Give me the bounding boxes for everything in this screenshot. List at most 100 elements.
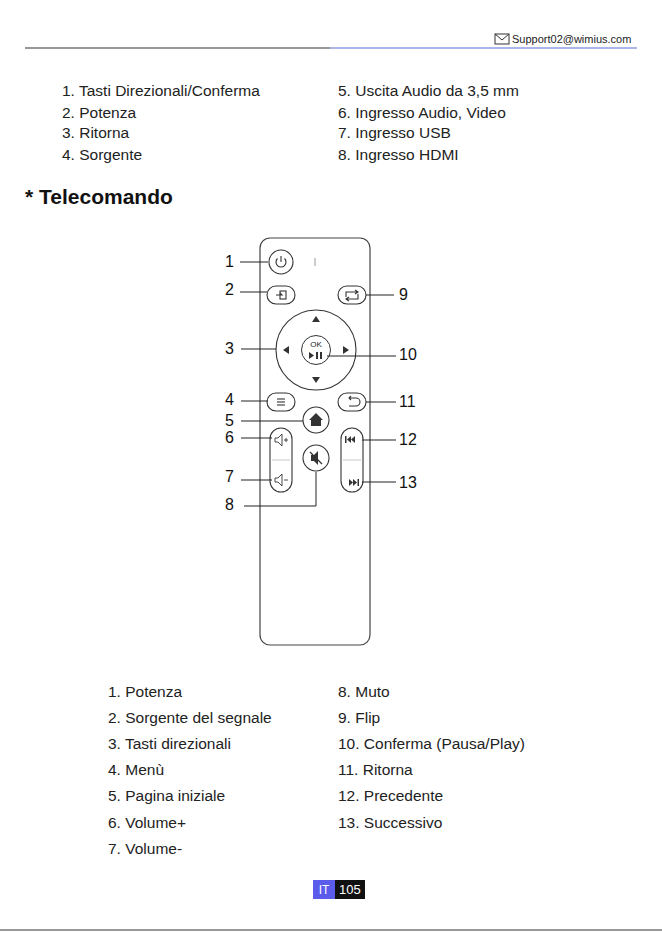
prev-symbol (347, 436, 351, 443)
callout-number: 8 (225, 496, 234, 514)
list-item: 7. Volume- (108, 840, 182, 858)
left-arrow (283, 346, 289, 354)
ok-button: OK (301, 335, 331, 365)
remote-body (260, 238, 370, 645)
next-symbol (353, 479, 357, 486)
section-title: * Telecomando (25, 185, 173, 209)
speaker-symbol (275, 474, 282, 486)
leader-line (241, 480, 272, 481)
list-item: 1. Potenza (108, 683, 182, 701)
list-item: 1. Tasti Direzionali/Conferma (62, 82, 260, 100)
callout-number: 4 (225, 391, 234, 409)
callout-number: 1 (225, 253, 234, 271)
leader-line (240, 292, 267, 293)
list-item: 2. Sorgente del segnale (108, 709, 272, 727)
leader-line (241, 438, 272, 439)
leader-line (362, 440, 396, 441)
list-item: 4. Menù (108, 761, 164, 779)
leader-lines (240, 262, 396, 506)
leader-line (362, 482, 396, 483)
badge-text: IT (319, 884, 330, 896)
speaker-symbol (275, 434, 282, 446)
leader-line (241, 421, 303, 422)
callout-number: 11 (399, 393, 416, 411)
list-item: 4. Sorgente (62, 146, 142, 164)
callout-number: 7 (225, 468, 234, 486)
footer-rule (0, 930, 662, 931)
list-item: 3. Tasti direzionali (108, 735, 231, 753)
list-item: 8. Ingresso HDMI (338, 146, 459, 164)
list-item: 2. Potenza (62, 104, 136, 122)
rocker-divider (272, 459, 290, 460)
buttons (267, 250, 366, 492)
menu-symbol (277, 401, 285, 402)
menu-symbol (277, 398, 285, 399)
track-rocker (341, 428, 363, 492)
plus-symbol (284, 438, 288, 442)
power-button (269, 250, 293, 274)
callout-number: 9 (399, 286, 408, 304)
leader-line (244, 472, 316, 506)
rocker-divider (343, 459, 361, 460)
power-symbol (280, 256, 281, 262)
mute-slash (310, 452, 322, 464)
envelope-icon (495, 34, 509, 44)
flip-symbol (346, 290, 358, 301)
symbols (275, 316, 359, 486)
email-address: Support02@wimius.com (512, 33, 631, 46)
flip-button (338, 286, 366, 304)
pause-symbol (320, 352, 322, 359)
home-button (303, 407, 329, 433)
next-symbol (349, 479, 353, 486)
pause-symbol (316, 352, 318, 359)
list-item: 13. Successivo (338, 814, 442, 832)
minus-symbol (284, 480, 288, 481)
leader-line (366, 295, 394, 296)
source-button (267, 286, 295, 304)
callout-number: 10 (399, 346, 417, 364)
back-button (338, 393, 366, 411)
callout-number: 3 (225, 340, 234, 358)
volume-rocker (270, 428, 292, 492)
mute-symbol (311, 451, 318, 465)
page-number-badge: 105 (335, 880, 365, 899)
right-arrow (343, 346, 349, 354)
list-item: 6. Ingresso Audio, Video (338, 104, 506, 122)
header-rule (25, 47, 330, 48)
badge-text: 105 (339, 883, 361, 896)
list-item: 5. Uscita Audio da 3,5 mm (338, 82, 519, 100)
list-item: 8. Muto (338, 683, 390, 701)
back-symbol (349, 396, 360, 406)
leader-line (241, 349, 276, 350)
language-badge: IT (313, 880, 335, 899)
menu-button (267, 393, 295, 411)
home-symbol (309, 413, 323, 426)
header-rule (330, 47, 637, 48)
callout-number: 5 (225, 412, 234, 430)
list-item: 5. Pagina iniziale (108, 787, 225, 805)
dpad-ring (276, 310, 356, 390)
list-item: 3. Ritorna (62, 124, 129, 142)
leader-line (366, 402, 396, 403)
callout-number: 13 (399, 474, 417, 492)
list-item: 11. Ritorna (338, 761, 413, 779)
play-symbol (309, 352, 314, 359)
leader-line (241, 401, 268, 402)
button-label: OK (310, 341, 322, 349)
menu-symbol (277, 404, 285, 405)
leader-line (327, 356, 396, 357)
led (315, 258, 316, 266)
leader-line (240, 262, 268, 263)
prev-symbol (345, 436, 347, 443)
source-symbol (276, 293, 282, 295)
list-item: 12. Precedente (338, 787, 443, 805)
list-item: 9. Flip (338, 709, 380, 727)
callout-number: 6 (225, 429, 234, 447)
callout-number: 12 (399, 431, 417, 449)
list-item: 7. Ingresso USB (338, 124, 451, 142)
callout-number: 2 (225, 281, 234, 299)
list-item: 6. Volume+ (108, 814, 186, 832)
prev-symbol (351, 436, 355, 443)
up-arrow (312, 316, 320, 322)
